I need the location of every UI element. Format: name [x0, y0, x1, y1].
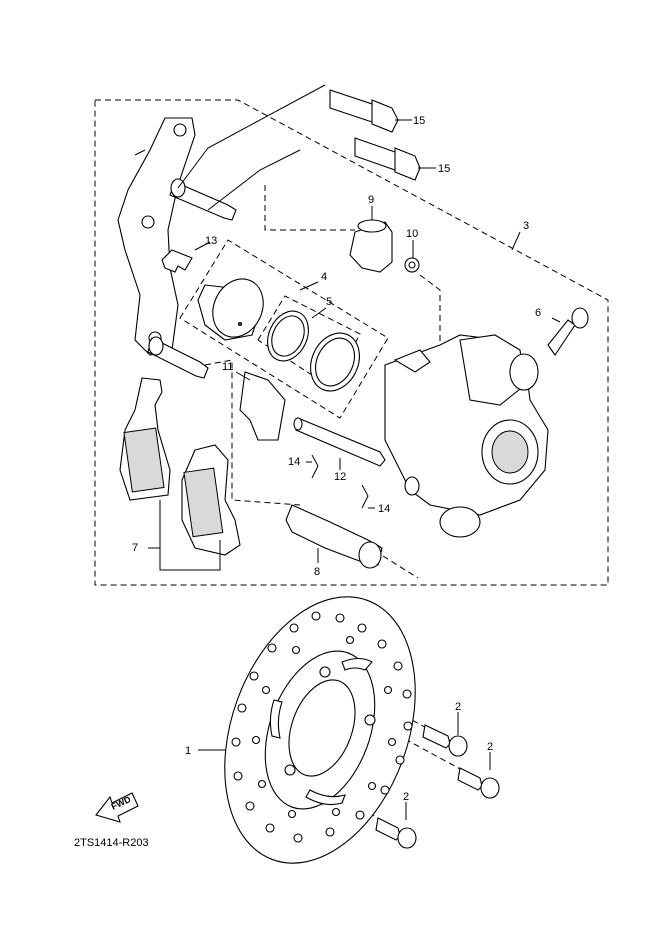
clip-right [361, 484, 369, 509]
piston-seal-group-boundary [179, 239, 389, 419]
bleed-screw [547, 307, 589, 356]
callout-9: 9 [368, 194, 374, 206]
callout-2: 2 [455, 701, 461, 713]
disc-vent-holes [231, 611, 413, 843]
callout-2: 2 [403, 791, 409, 803]
boot-upper [349, 219, 393, 273]
caliper-body [384, 334, 549, 538]
brake-disc [224, 596, 416, 864]
callout-11: 11 [222, 361, 233, 373]
callout-15: 15 [438, 163, 450, 175]
callout-13: 13 [205, 235, 217, 247]
part-code: 2TS1414-R203 [74, 837, 149, 849]
disc-bolt-middle [457, 767, 500, 799]
callout-14: 14 [378, 503, 390, 515]
bracket-pin-lower [147, 336, 209, 379]
callout-2: 2 [487, 741, 493, 753]
callout-5: 5 [326, 296, 332, 308]
callout-4: 4 [321, 271, 327, 283]
callout-3: 3 [523, 220, 529, 232]
brake-pad-rear [119, 377, 171, 501]
caliper-assembly-boundary [94, 99, 609, 586]
caliper-piston [197, 278, 264, 341]
pad-support-plate [239, 371, 286, 441]
callout-6: 6 [535, 307, 541, 319]
piston-seals [267, 310, 360, 392]
callout-14: 14 [288, 456, 300, 468]
brake-pad-front [181, 444, 241, 556]
callout-8: 8 [314, 566, 320, 578]
callout-1: 1 [185, 745, 191, 757]
callout-7: 7 [132, 542, 138, 554]
bolt-upper [329, 89, 399, 133]
pad-spring [161, 249, 193, 273]
clip-left [311, 454, 319, 479]
callout-15: 15 [413, 115, 425, 127]
boot-lower [285, 504, 383, 569]
fwd-arrow-icon: FWD [95, 792, 139, 823]
disc-bolt-upper [422, 724, 468, 757]
guide-pin [293, 417, 386, 467]
washer [404, 257, 420, 273]
caliper-bracket [117, 117, 196, 356]
callout-10: 10 [406, 228, 418, 240]
disc-bolt-lower [375, 817, 417, 849]
callout-12: 12 [334, 471, 346, 483]
bolt-lower [354, 137, 421, 181]
